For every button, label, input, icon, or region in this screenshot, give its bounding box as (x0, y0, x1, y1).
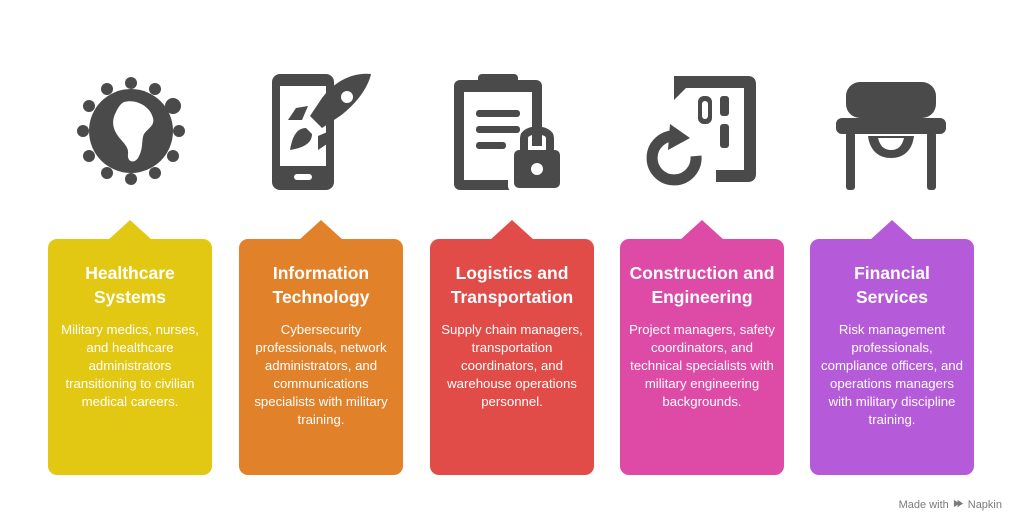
card-healthcare: Healthcare Systems Military medics, nurs… (48, 220, 212, 475)
phone-rocket-icon (256, 66, 386, 196)
card-construction: Construction and Engineering Project man… (620, 220, 784, 475)
document-refresh-icon (636, 66, 766, 196)
card-title: Logistics and Transportation (450, 263, 574, 307)
chair-icon (826, 66, 956, 196)
card-title: Financial Services (854, 263, 930, 307)
globe-icon (66, 66, 196, 196)
napkin-brand: Napkin (967, 499, 1002, 511)
clipboard-lock-icon (446, 66, 576, 196)
card-text: Supply chain managers, transportation co… (441, 322, 583, 409)
card-financial: Financial Services Risk management profe… (810, 220, 974, 475)
made-with-napkin-footer[interactable]: Made with Napkin (899, 498, 1002, 512)
card-text: Cybersecurity professionals, network adm… (254, 322, 388, 427)
card-title: Construction and Engineering (629, 263, 775, 307)
card-text: Military medics, nurses, and healthcare … (61, 322, 199, 409)
card-title: Information Technology (272, 263, 370, 307)
made-with-label: Made with (898, 499, 949, 511)
card-logistics: Logistics and Transportation Supply chai… (430, 220, 594, 475)
card-information-technology: Information Technology Cybersecurity pro… (239, 220, 403, 475)
napkin-logo-icon (953, 498, 964, 512)
card-title: Healthcare Systems (85, 263, 175, 307)
card-text: Project managers, safety coordinators, a… (629, 322, 775, 409)
card-text: Risk management professionals, complianc… (821, 322, 963, 427)
